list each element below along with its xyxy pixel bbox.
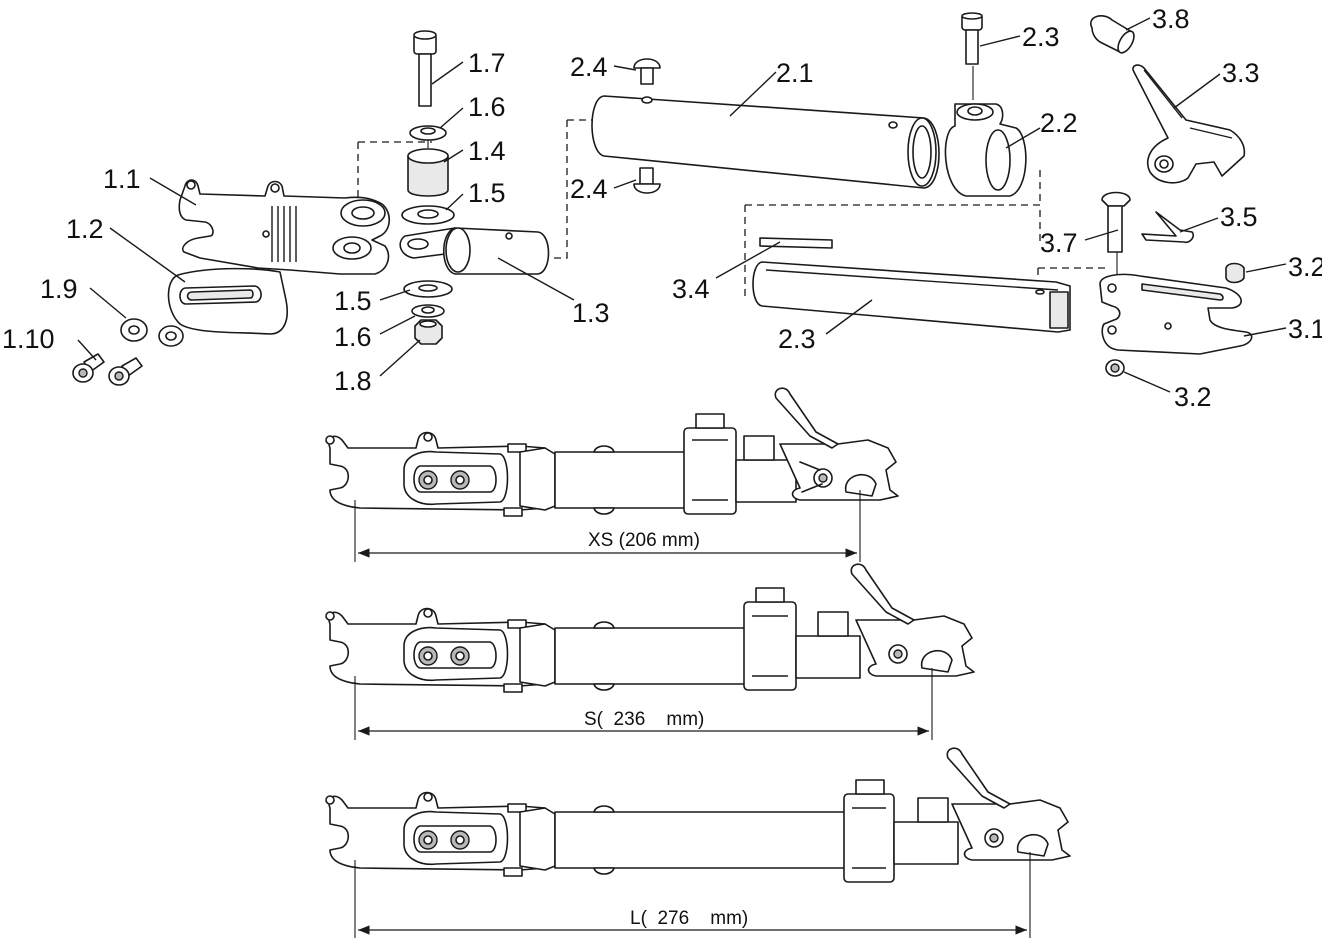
part-3-1-latch-fork <box>1099 273 1253 355</box>
part-3-8-cap <box>1090 15 1135 54</box>
label-1-7: 1.7 <box>468 48 506 78</box>
label-3-5: 3.5 <box>1220 202 1258 232</box>
part-2-3-bolt <box>961 12 983 65</box>
label-2-2: 2.2 <box>1040 108 1078 138</box>
part-3-4-strip <box>759 237 833 249</box>
label-3-2-top: 3.2 <box>1288 252 1322 282</box>
assembly-xs <box>325 387 899 517</box>
part-3-3-latch-lever <box>1132 64 1246 184</box>
label-3-2-bottom: 3.2 <box>1174 382 1212 412</box>
assembly-s <box>325 563 975 693</box>
dimension-label-xs: XS (206 mm) <box>588 530 700 551</box>
label-2-4-top: 2.4 <box>570 52 608 82</box>
part-labels: 1.1 1.2 1.9 1.10 1.7 1.6 1.4 1.5 1.3 1.5… <box>2 4 1322 412</box>
dimension-label-s: S( 236 mm) <box>584 709 704 730</box>
label-3-1: 3.1 <box>1288 314 1322 344</box>
exploded-view <box>72 12 1287 393</box>
label-1-4: 1.4 <box>468 136 506 166</box>
label-1-2: 1.2 <box>66 214 104 244</box>
part-1-1-fork-plate <box>178 179 391 275</box>
part-2-2-clamp <box>944 103 1027 197</box>
label-3-3: 3.3 <box>1222 58 1260 88</box>
assembly-l <box>325 747 1071 883</box>
part-1-6-washer-top <box>409 125 447 141</box>
label-2-3-bottom: 2.3 <box>778 324 816 354</box>
part-1-7-bolt <box>413 30 437 107</box>
dimension-label-l: L( 276 mm) <box>630 908 748 929</box>
leader-lines <box>77 17 1287 393</box>
part-3-5-clip <box>1141 211 1195 244</box>
dimension-xs: XS (206 mm) <box>354 490 861 562</box>
part-1-8-nut <box>414 319 443 345</box>
label-1-8: 1.8 <box>334 366 372 396</box>
label-1-3: 1.3 <box>572 298 610 328</box>
part-3-2-grub-screw-top <box>1225 262 1245 284</box>
label-1-6-top: 1.6 <box>468 92 506 122</box>
part-1-9-washers <box>120 318 184 347</box>
label-3-7: 3.7 <box>1040 228 1078 258</box>
part-2-3-square-tube <box>752 261 1071 333</box>
part-2-1-tube <box>591 95 940 189</box>
part-1-3-shaft <box>399 227 550 275</box>
part-1-2-slotted-plate <box>167 267 288 335</box>
label-2-1: 2.1 <box>776 58 814 88</box>
dimension-s: S( 236 mm) <box>354 668 933 740</box>
label-1-6-bottom: 1.6 <box>334 322 372 352</box>
part-1-5-washer-top <box>401 205 455 225</box>
label-1-1: 1.1 <box>103 164 141 194</box>
label-2-4-bottom: 2.4 <box>570 174 608 204</box>
part-1-4-spacer <box>407 148 449 197</box>
part-2-4-screw-top <box>633 58 661 85</box>
label-1-10: 1.10 <box>2 324 55 354</box>
part-1-6-washer-bottom <box>411 304 445 318</box>
label-1-5-top: 1.5 <box>468 178 506 208</box>
label-3-4: 3.4 <box>672 274 710 304</box>
part-1-10-screws <box>72 353 143 386</box>
part-1-5-washer-bottom <box>403 280 453 298</box>
part-3-2-grub-screw-bottom <box>1105 359 1125 377</box>
label-1-5-bottom: 1.5 <box>334 286 372 316</box>
label-3-8: 3.8 <box>1152 4 1190 34</box>
label-1-9: 1.9 <box>40 274 78 304</box>
dimension-l: L( 276 mm) <box>354 852 1031 938</box>
part-2-4-screw-bottom <box>633 167 661 194</box>
part-3-7-pin <box>1101 191 1131 253</box>
label-2-3-top: 2.3 <box>1022 22 1060 52</box>
